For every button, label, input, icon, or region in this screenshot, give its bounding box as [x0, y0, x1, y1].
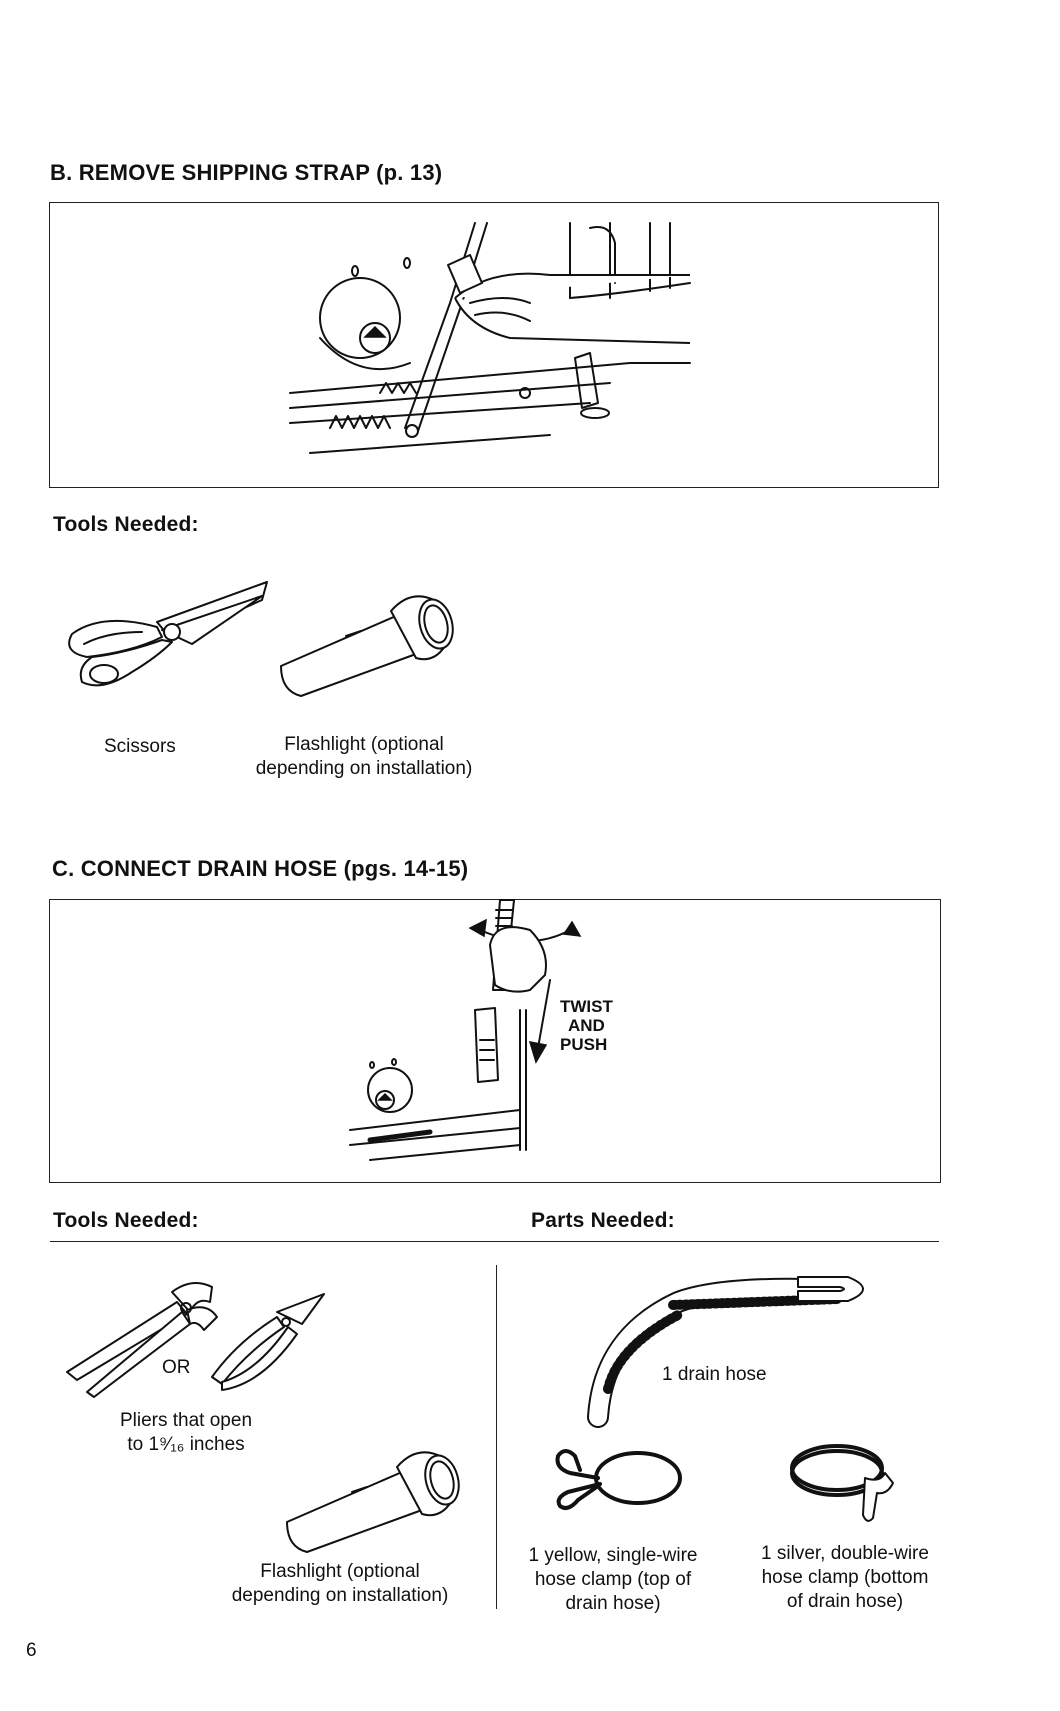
section-b-tools-heading: Tools Needed:: [53, 513, 199, 536]
flashlight-icon: [280, 595, 454, 697]
or-label: OR: [162, 1357, 191, 1378]
section-c-tools-heading: Tools Needed:: [53, 1209, 199, 1232]
flashlight-label-c: Flashlight (optional depending on instal…: [210, 1560, 470, 1608]
single-wire-clamp-label: 1 yellow, single-wire hose clamp (top of…: [508, 1544, 718, 1616]
pliers-icon: [66, 1282, 325, 1398]
single-wire-clamp-label-line1: 1 yellow, single-wire: [528, 1545, 698, 1566]
single-wire-clamp-label-line2: hose clamp (top of: [534, 1569, 692, 1590]
flashlight-label-c-line1: Flashlight (optional: [260, 1561, 420, 1582]
section-b-heading: B. REMOVE SHIPPING STRAP (p. 13): [50, 160, 443, 185]
pliers-label-line1: Pliers that open: [119, 1410, 253, 1431]
double-wire-clamp-label: 1 silver, double-wire hose clamp (bottom…: [740, 1542, 950, 1614]
drain-hose-illustration: TWIST AND PUSH: [349, 899, 613, 1161]
double-wire-clamp-label-line2: hose clamp (bottom: [761, 1567, 929, 1588]
flashlight-label-c-line2: depending on installation): [231, 1585, 449, 1606]
double-wire-clamp-icon: [790, 1444, 894, 1522]
pliers-label-line2: to 1⁹⁄₁₆ inches: [127, 1434, 245, 1455]
section-c-parts-heading: Parts Needed:: [531, 1209, 675, 1232]
flashlight-label-b: Flashlight (optional depending on instal…: [234, 733, 494, 781]
pliers-label: Pliers that open to 1⁹⁄₁₆ inches: [100, 1409, 272, 1457]
scissors-icon: [68, 581, 268, 687]
drain-hose-icon: [587, 1276, 864, 1428]
section-c-header-rule: [50, 1241, 939, 1242]
section-c-heading: C. CONNECT DRAIN HOSE (pgs. 14-15): [52, 856, 469, 881]
shipping-strap-illustration: [289, 222, 691, 454]
double-wire-clamp-label-line1: 1 silver, double-wire: [761, 1543, 929, 1564]
single-wire-clamp-label-line3: drain hose): [565, 1593, 661, 1614]
drain-hose-label: 1 drain hose: [662, 1364, 767, 1385]
double-wire-clamp-label-line3: of drain hose): [786, 1591, 904, 1612]
and-text: AND: [568, 1016, 605, 1035]
shipping-strap-illustration-frame: [49, 202, 939, 488]
page-number: 6: [26, 1640, 37, 1661]
flashlight-icon: [286, 1451, 460, 1553]
flashlight-label-b-line1: Flashlight (optional: [284, 734, 444, 755]
scissors-label: Scissors: [104, 736, 176, 757]
push-text: PUSH: [560, 1035, 607, 1054]
single-wire-clamp-icon: [555, 1449, 682, 1510]
twist-text: TWIST: [560, 997, 613, 1016]
flashlight-label-b-line2: depending on installation): [255, 758, 473, 779]
tools-parts-divider: [496, 1265, 497, 1609]
drain-hose-illustration-frame: TWIST AND PUSH: [49, 899, 941, 1183]
